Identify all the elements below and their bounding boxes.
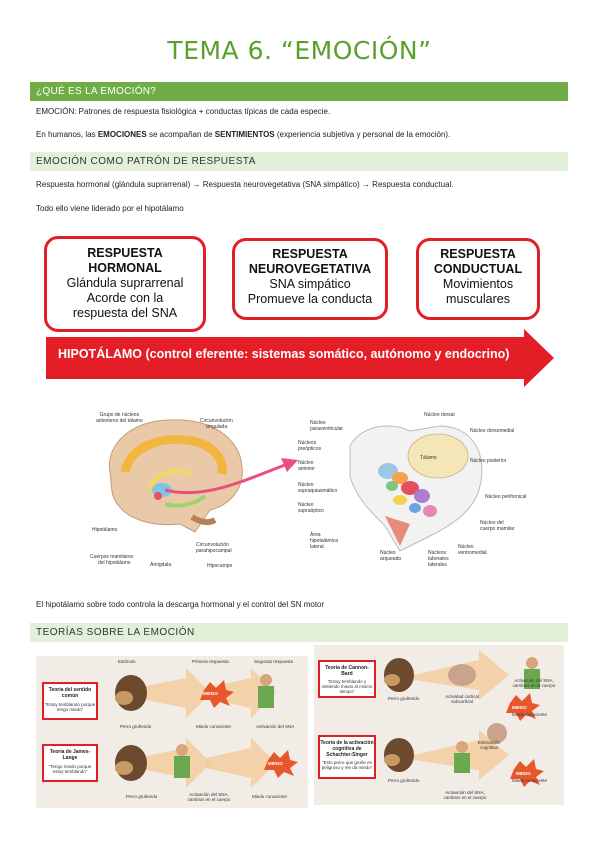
label-dorsomedial: Núcleo dorsomedial (470, 428, 515, 434)
box-cond-l2: musculares (446, 292, 510, 306)
emotion-definition: EMOCIÓN: Patrones de respuesta fisiológi… (36, 107, 330, 116)
hypothalamus-arrow (46, 329, 554, 387)
t3-title: Teoría de Cannon-Bard (325, 665, 369, 677)
activacion-sna-1: Activación del SNA (256, 724, 295, 729)
label-perifornical: Núcleo perifornical (485, 494, 527, 500)
p2-part-e: (experiencia subjetiva y personal de la … (274, 130, 451, 139)
t1-quote: “Estoy temblando porque tengo miedo” (44, 702, 96, 712)
p2-part-a: En humanos, las (36, 130, 98, 139)
t4-title: Teoría de la activación cognitiva de Sch… (320, 740, 374, 758)
p2-part-c: se acompañan de (146, 130, 215, 139)
col-primera: Primera respuesta (192, 659, 229, 664)
arrow-label: HIPOTÁLAMO (control eferente: sistemas s… (58, 347, 510, 361)
box-neuro-h2: NEUROVEGETATIVA (248, 262, 372, 276)
label-cuerpo-mamilar: Núcleo del cuerpo mamilar (480, 520, 515, 532)
col-segunda: Segunda respuesta (254, 659, 294, 664)
section-heading-teorias: TEORÍAS SOBRE LA EMOCIÓN (30, 623, 568, 642)
box-hormonal-l3: respuesta del SNA (72, 306, 178, 320)
box-cond-h1: RESPUESTA (440, 247, 516, 261)
miedo-word-2: MIEDO (268, 761, 283, 766)
miedo-word-1: MIEDO (203, 691, 218, 696)
label-anterior: Núcleo anterior (298, 460, 315, 472)
col-estimulo: Estímulo (118, 659, 136, 664)
box-neurovegetativa: RESPUESTA NEUROVEGETATIVA SNA simpático … (232, 238, 388, 320)
right-theory-graphics (384, 650, 544, 787)
page-title: TEMA 6. “EMOCIÓN” (167, 36, 432, 65)
label-ventromedial: Núcleo ventromedial (458, 544, 487, 556)
definition-label: EMOCIÓN: (36, 107, 77, 116)
theory-box-cannon-bard: Teoría de Cannon-Bard “Estoy temblando y… (318, 660, 376, 698)
miedo-consciente-4: Miedo consciente (512, 778, 548, 783)
label-tuberales: Núcleos tuberales laterales (428, 550, 449, 568)
label-posterior: Núcleo posterior (470, 458, 507, 464)
label-talamo: Tálamo (420, 455, 437, 461)
hypothalamus-lead: Todo ello viene liderado por el hipotála… (36, 204, 184, 213)
pink-link-arrow (165, 458, 298, 495)
t3-quote: “Estoy temblando y sintiendo miedo al mi… (321, 679, 373, 694)
miedo-consciente-1: Miedo consciente (196, 724, 232, 729)
label-arqueado: Núcleo arqueado (380, 550, 402, 562)
miedo-consciente-3: Miedo consciente (512, 712, 548, 717)
t1-title: Teoría del sentido común (48, 687, 92, 699)
label-amigdala: Amígdala (150, 562, 172, 568)
label-supraquiasmatico: Núcleo supraquiasmático (298, 482, 338, 494)
theory-box-schachter-singer: Teoría de la activación cognitiva de Sch… (318, 735, 376, 779)
hypothalamus-nuclei-illustration (349, 425, 483, 552)
theory-box-sentido-comun: Teoría del sentido común “Estoy tembland… (42, 682, 98, 720)
box-neuro-l1: SNA simpático (269, 277, 351, 291)
label-paraventricular: Núcleo paraventricular (310, 420, 344, 432)
box-hormonal-l2: Acorde con la (86, 291, 164, 305)
box-hormonal-h1: RESPUESTA (87, 246, 163, 260)
emotion-feelings-paragraph: En humanos, las EMOCIONES se acompañan d… (36, 130, 450, 139)
section-heading-que-es: ¿QUÉ ES LA EMOCIÓN? (30, 82, 568, 101)
box-hormonal: RESPUESTA HORMONAL Glándula suprarrenal … (44, 236, 206, 332)
label-hipotalamo: Hipotálamo (92, 527, 118, 533)
p2-emociones: EMOCIONES (97, 130, 147, 139)
label-hipocampo: Hipocampo (207, 563, 233, 569)
miedo-word-4: MIEDO (516, 771, 531, 776)
t4-quote: “Esto perro que gruñe es peligroso y me … (321, 760, 373, 770)
box-hormonal-h2: HORMONAL (88, 261, 162, 275)
left-theory-graphics (115, 668, 298, 788)
t2-title: Teoría de James-Lange (49, 749, 91, 761)
box-neuro-l2: Promueve la conducta (247, 292, 373, 306)
label-supraoptico: Núcleo supraóptico (298, 502, 324, 514)
activacion-sna-3: Activación del SNA, cambios en el cuerpo (512, 678, 556, 688)
label-area-lateral: Área hipotalámica lateral (310, 532, 339, 550)
box-hormonal-l1: Glándula suprarrenal (66, 276, 184, 290)
hypothalamus-caption: El hipotálamo sobre todo controla la des… (36, 600, 325, 609)
p2-sentimientos: SENTIMIENTOS (214, 130, 275, 139)
definition-text: Patrones de respuesta fisiológica + cond… (76, 107, 331, 116)
actividad-cortical: Actividad cortical subcortical (445, 694, 479, 704)
section-heading-patron: EMOCIÓN COMO PATRÓN DE RESPUESTA (30, 152, 568, 171)
perro-2: Perro gruñendo (126, 794, 158, 799)
box-neuro-h1: RESPUESTA (272, 247, 348, 261)
label-preopticos: Núcleos preópticos (298, 440, 322, 452)
perro-3: Perro gruñendo (388, 696, 420, 701)
box-cond-l1: Movimientos (442, 277, 514, 291)
activacion-sna-2: Activación del SNA, cambios en el cuerpo (187, 792, 231, 802)
brain-illustration (108, 419, 243, 533)
label-nucleo-dorsal: Núcleo dorsal (424, 412, 455, 418)
miedo-consciente-2: Miedo consciente (252, 794, 288, 799)
perro-1: Perro gruñendo (120, 724, 152, 729)
box-conductual: RESPUESTA CONDUCTUAL Movimientos muscula… (416, 238, 540, 320)
miedo-word-3: MIEDO (512, 705, 527, 710)
activacion-sna-4: Activación del SNA, cambios en el cuerpo (443, 790, 487, 800)
box-cond-h2: CONDUCTUAL (433, 262, 523, 276)
t2-quote: “Tengo miedo porque estoy temblando” (48, 764, 92, 774)
theory-box-james-lange: Teoría de James-Lange “Tengo miedo porqu… (42, 744, 98, 782)
response-sequence: Respuesta hormonal (glándula suprarrenal… (36, 180, 454, 189)
estimacion-cognitiva: Estimación cognitiva (477, 740, 500, 750)
perro-4: Perro gruñendo (388, 778, 420, 783)
